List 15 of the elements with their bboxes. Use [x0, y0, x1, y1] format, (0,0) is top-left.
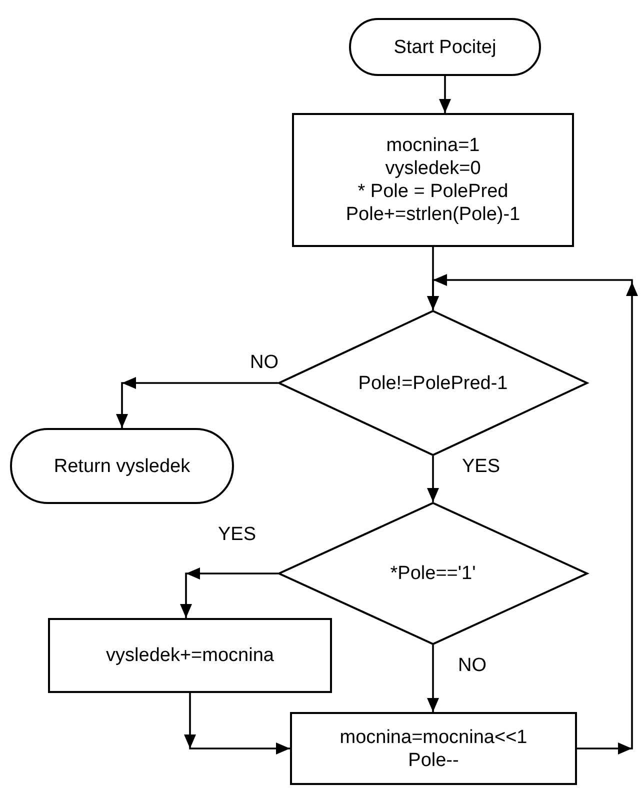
- edge-label: YES: [218, 524, 256, 546]
- node-text: mocnina=1: [386, 134, 480, 157]
- node-text: * Pole = PolePred: [358, 180, 508, 203]
- node-text: vysledek=0: [385, 157, 481, 180]
- edge-label: YES: [462, 456, 500, 478]
- node-text: Pole!=PolePred-1: [358, 372, 508, 394]
- node-text: Return vysledek: [54, 454, 190, 478]
- node-text: Start Pocitej: [394, 36, 496, 58]
- edge-label: NO: [250, 352, 278, 374]
- node-text: Pole+=strlen(Pole)-1: [346, 203, 520, 226]
- node-text: mocnina=mocnina<<1: [340, 726, 528, 748]
- node-text: Pole--: [408, 748, 459, 772]
- node-text: *Pole=='1': [390, 562, 476, 585]
- node-text: vysledek+=mocnina: [106, 644, 274, 667]
- edge-label: NO: [458, 655, 486, 677]
